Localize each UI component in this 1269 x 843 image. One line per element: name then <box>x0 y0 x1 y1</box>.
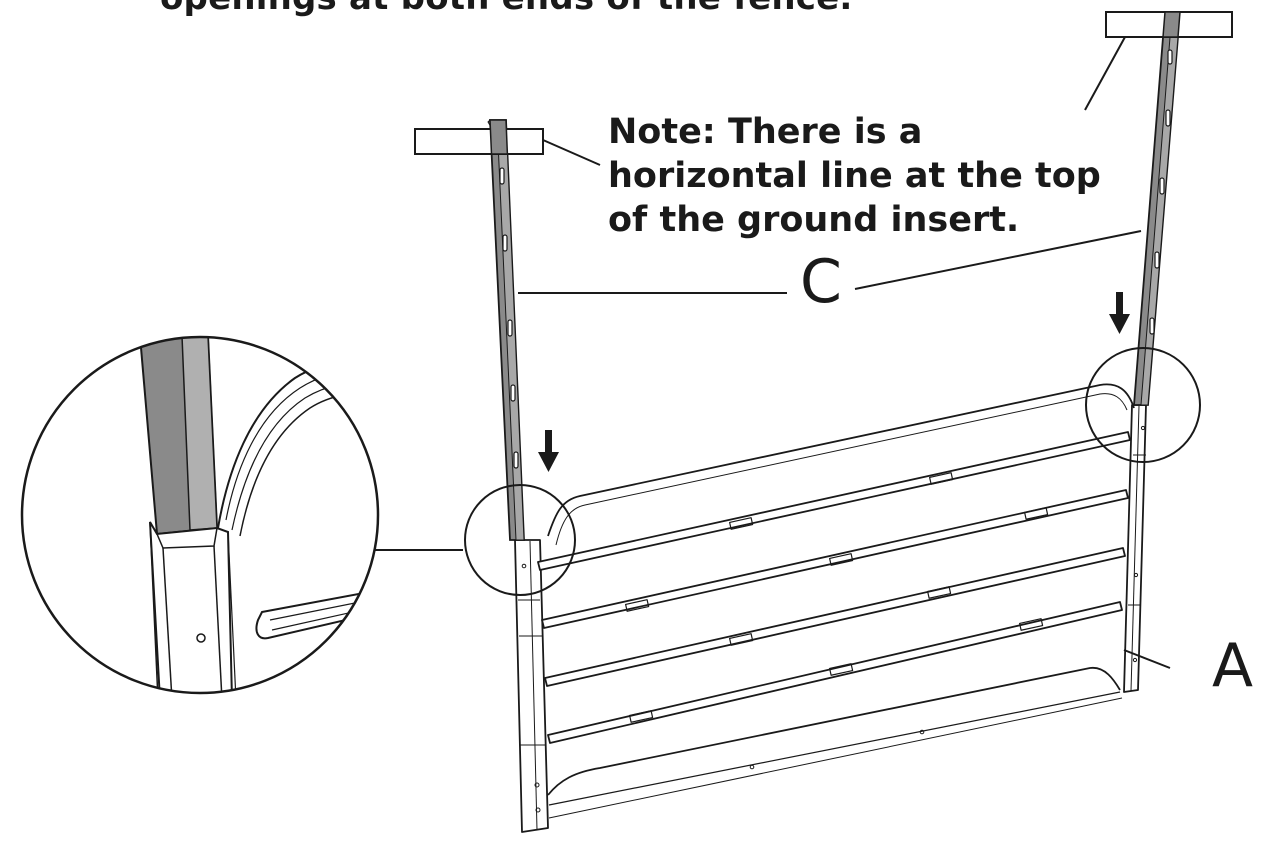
fence-panel <box>514 383 1171 833</box>
part-label-c: C <box>800 247 842 317</box>
panel-bottom-rail <box>547 667 1121 796</box>
detail-circle-right <box>1085 347 1201 463</box>
instruction-heading: openings at both ends of the fence. <box>160 0 852 18</box>
down-arrow-icon <box>1109 292 1130 334</box>
zoom-detail <box>22 337 378 693</box>
ground-insert-right <box>1133 11 1181 406</box>
panel-left-post <box>514 539 549 833</box>
detail-circle-left <box>464 484 576 596</box>
part-label-a: A <box>1212 631 1254 701</box>
panel-slats <box>537 431 1131 744</box>
note-text: Note: There is a horizontal line at the … <box>608 112 1101 240</box>
marking-box-left <box>414 128 544 155</box>
zoom-detail-circle <box>20 335 380 695</box>
leader-lines <box>372 36 1142 551</box>
ground-insert-left <box>487 119 525 541</box>
down-arrow-icon <box>538 430 559 472</box>
